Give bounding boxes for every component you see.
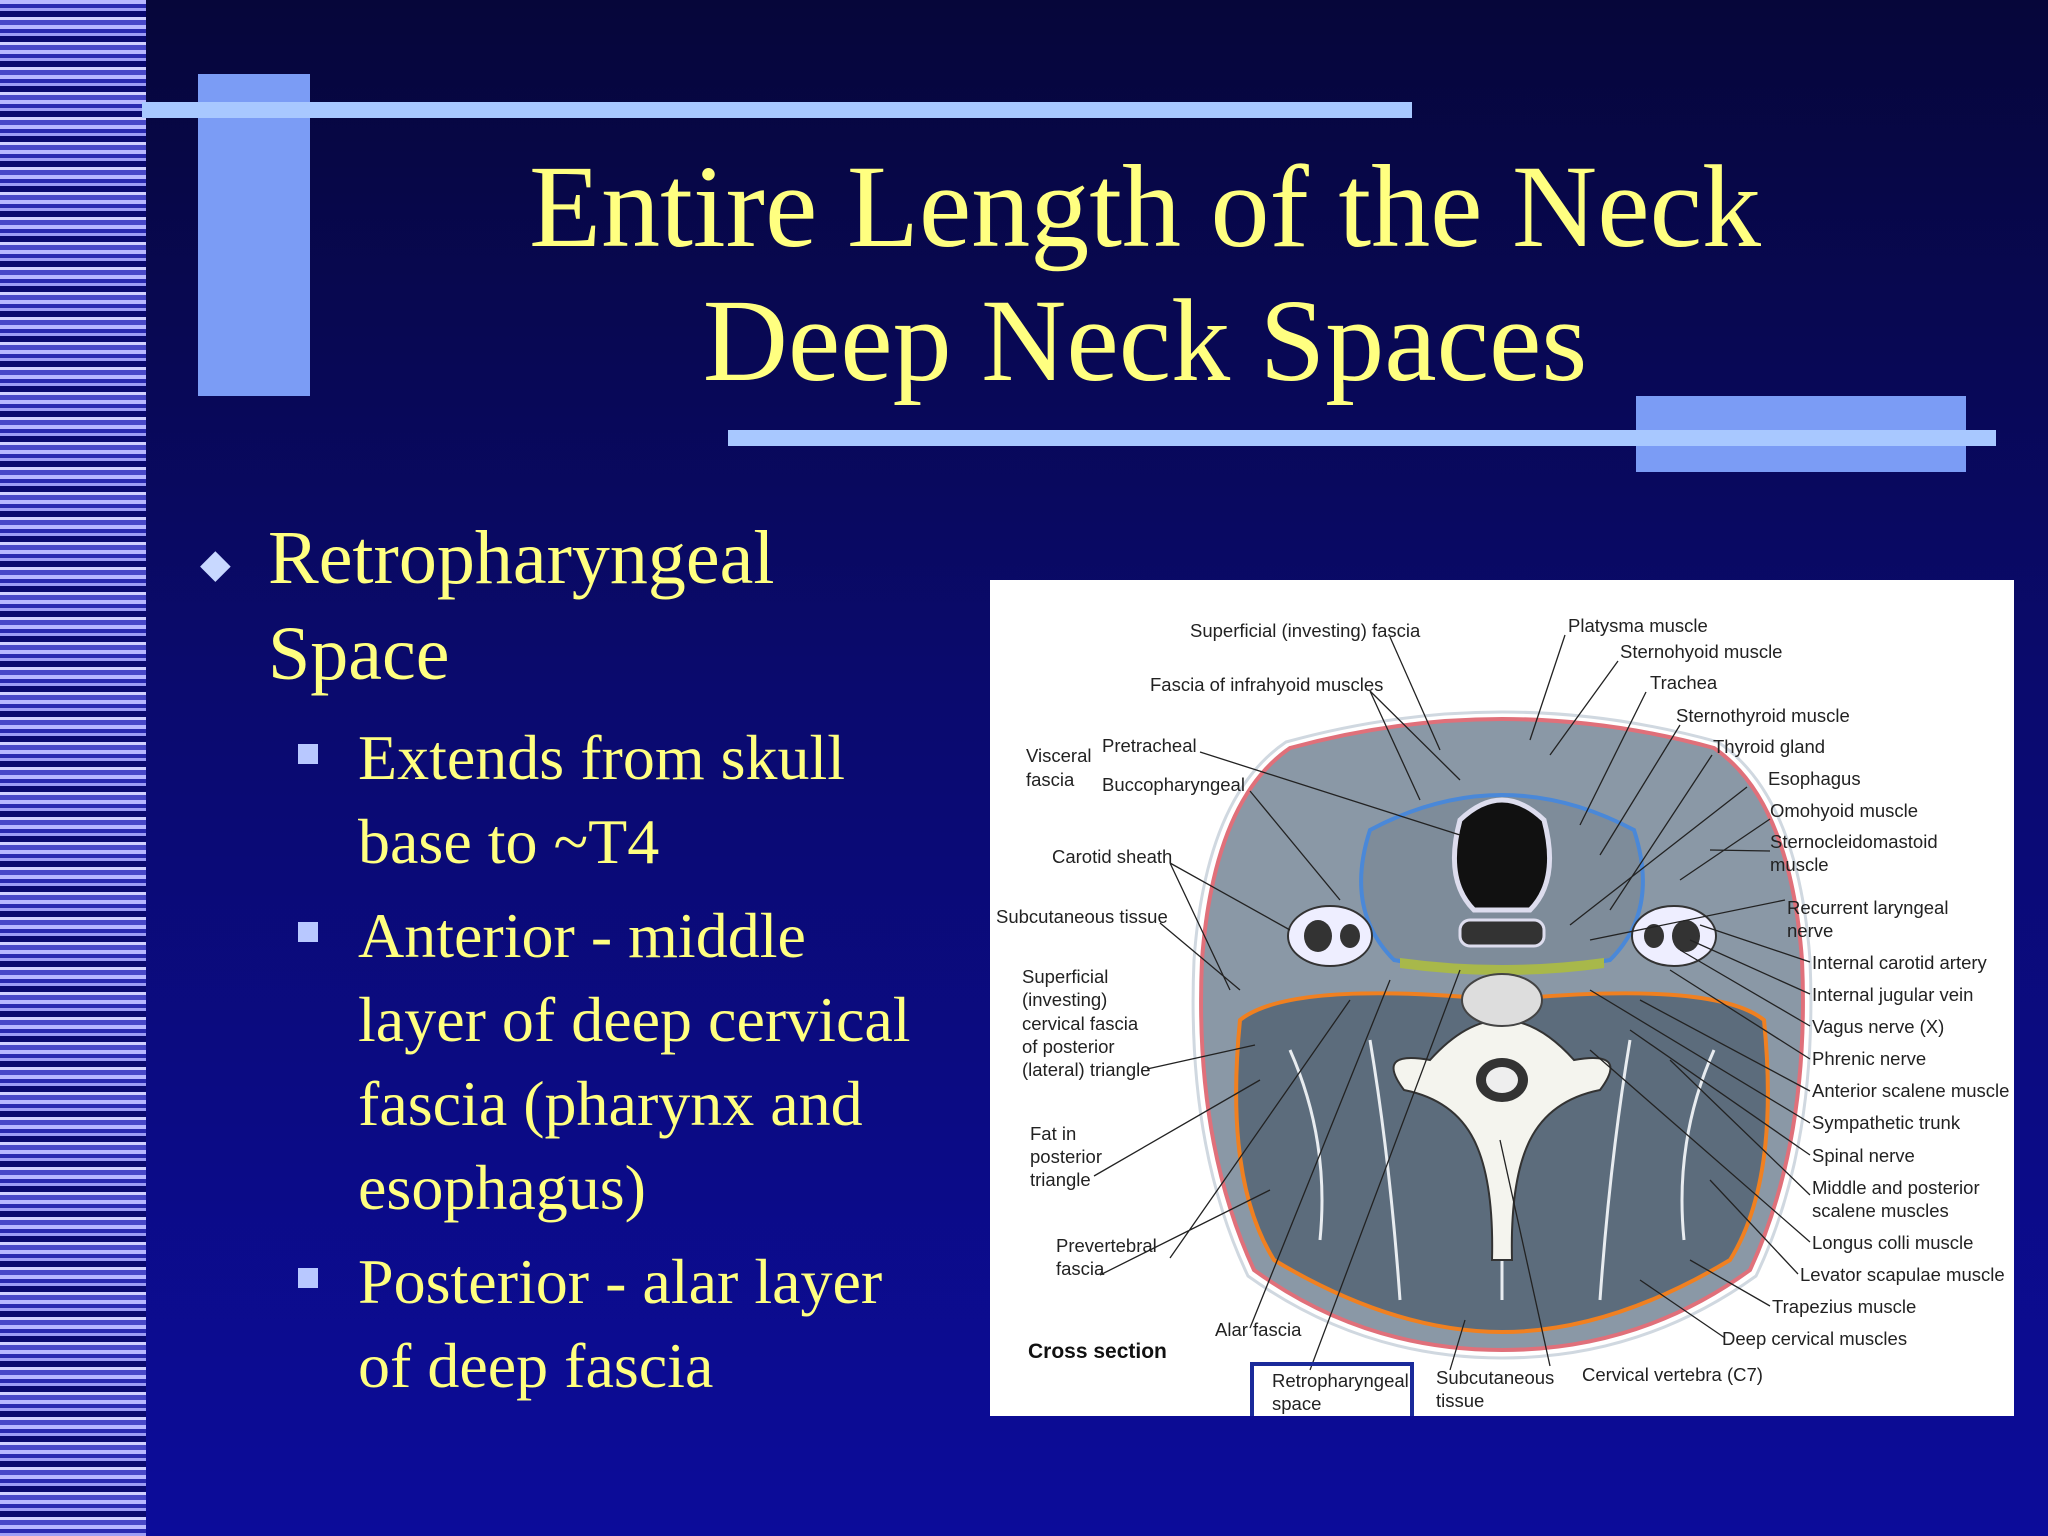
- label-platysma: Platysma muscle: [1568, 615, 1708, 636]
- label-fat-posterior-triangle: Fat in: [1030, 1123, 1076, 1144]
- bullet-text-line: Retropharyngeal: [268, 516, 775, 600]
- label-vagus: Vagus nerve (X): [1812, 1016, 1944, 1037]
- label-cervical-vertebra: Cervical vertebra (C7): [1582, 1364, 1763, 1385]
- leader-lines: [1093, 634, 1811, 1371]
- label-subcutaneous-tissue: Subcutaneous tissue: [996, 906, 1168, 927]
- title-line-2: Deep Neck Spaces: [702, 275, 1588, 406]
- label-prevertebral-fascia: Prevertebral: [1056, 1235, 1157, 1256]
- neck-cross-section-figure: Superficial (investing) fascia Fascia of…: [990, 580, 2014, 1416]
- label-trapezius: Trapezius muscle: [1772, 1296, 1916, 1317]
- label-fat-posterior-triangle: triangle: [1030, 1169, 1091, 1190]
- subbullet-text-line: fascia (pharynx and: [358, 1068, 863, 1139]
- subbullet-text-line: Extends from skull: [358, 722, 846, 793]
- label-thyroid: Thyroid gland: [1713, 736, 1825, 757]
- square-bullet-icon: [298, 922, 318, 942]
- label-visceral-fascia: fascia: [1026, 769, 1075, 790]
- label-spinal-nerve: Spinal nerve: [1812, 1145, 1915, 1166]
- label-visceral-fascia: Visceral: [1026, 745, 1091, 766]
- label-prevertebral-fascia: fascia: [1056, 1258, 1105, 1279]
- retropharyngeal-space: [1400, 958, 1604, 975]
- label-mid-post-scalene: scalene muscles: [1812, 1200, 1949, 1221]
- label-omohyoid: Omohyoid muscle: [1770, 800, 1918, 821]
- subbullet-anterior: Anterior - middle layer of deep cervical…: [298, 894, 960, 1230]
- label-carotid-sheath: Carotid sheath: [1052, 846, 1172, 867]
- label-pretracheal: Pretracheal: [1102, 735, 1197, 756]
- subbullet-posterior: Posterior - alar layer of deep fascia: [298, 1240, 960, 1408]
- label-superficial-posterior: (investing): [1022, 989, 1107, 1010]
- cervical-vertebra: [1392, 1019, 1612, 1261]
- label-phrenic: Phrenic nerve: [1812, 1048, 1926, 1069]
- label-superficial-posterior: of posterior: [1022, 1036, 1115, 1057]
- label-subcutaneous-bottom: Subcutaneous: [1436, 1367, 1554, 1388]
- label-recurrent-laryngeal: Recurrent laryngeal: [1787, 897, 1948, 918]
- subbullet-text-line: esophagus): [358, 1152, 646, 1223]
- diamond-bullet-icon: ◆: [200, 541, 231, 586]
- label-infrahyoid-fascia: Fascia of infrahyoid muscles: [1150, 674, 1383, 695]
- label-esophagus: Esophagus: [1768, 768, 1861, 789]
- deco-bar-top: [142, 102, 1412, 118]
- figure-caption: Cross section: [1028, 1340, 1167, 1363]
- label-longus-colli: Longus colli muscle: [1812, 1232, 1973, 1253]
- label-trachea: Trachea: [1650, 672, 1718, 693]
- neck-cross-section-illustration: Superficial (investing) fascia Fascia of…: [996, 615, 2009, 1416]
- deco-block-left: [198, 74, 310, 396]
- label-internal-jugular: Internal jugular vein: [1812, 984, 1973, 1005]
- bullet-retropharyngeal: ◆ Retropharyngeal Space: [200, 510, 960, 702]
- retropharyngeal-highlight-box: [1250, 1362, 1414, 1416]
- label-anterior-scalene: Anterior scalene muscle: [1812, 1080, 2009, 1101]
- label-subcutaneous-bottom: tissue: [1436, 1390, 1484, 1411]
- label-levator-scapulae: Levator scapulae muscle: [1800, 1264, 2005, 1285]
- trachea: [1451, 797, 1553, 913]
- bullet-text-line: Space: [268, 612, 450, 696]
- label-alar-fascia: Alar fascia: [1215, 1319, 1302, 1340]
- label-superficial-fascia: Superficial (investing) fascia: [1190, 620, 1421, 641]
- label-retropharyngeal-space: space: [1272, 1393, 1321, 1414]
- decorative-stripes: [0, 0, 146, 1536]
- subbullet-extent: Extends from skull base to ~T4: [298, 716, 960, 884]
- subbullet-text-line: layer of deep cervical: [358, 984, 911, 1055]
- square-bullet-icon: [298, 1268, 318, 1288]
- label-superficial-posterior: Superficial: [1022, 966, 1108, 987]
- subbullet-text-line: Posterior - alar layer: [358, 1246, 883, 1317]
- label-internal-carotid: Internal carotid artery: [1812, 952, 1988, 973]
- label-superficial-posterior: (lateral) triangle: [1022, 1059, 1151, 1080]
- subbullet-text-line: base to ~T4: [358, 806, 660, 877]
- skin-layer: [1191, 710, 1813, 1360]
- label-fat-posterior-triangle: posterior: [1030, 1146, 1102, 1167]
- bullet-list: ◆ Retropharyngeal Space Extends from sku…: [200, 510, 960, 1418]
- label-mid-post-scalene: Middle and posterior: [1812, 1177, 1980, 1198]
- label-scm: Sternocleidomastoid: [1770, 831, 1938, 852]
- square-bullet-icon: [298, 744, 318, 764]
- label-superficial-posterior: cervical fascia: [1022, 1013, 1139, 1034]
- esophagus: [1458, 918, 1546, 948]
- label-buccopharyngeal: Buccopharyngeal: [1102, 774, 1245, 795]
- label-deep-cervical: Deep cervical muscles: [1722, 1328, 1907, 1349]
- label-retropharyngeal-space: Retropharyngeal: [1272, 1370, 1409, 1391]
- slide-title: Entire Length of the Neck Deep Neck Spac…: [330, 140, 1960, 408]
- label-recurrent-laryngeal: nerve: [1787, 920, 1833, 941]
- subbullet-text-line: Anterior - middle: [358, 900, 806, 971]
- label-sternohyoid: Sternohyoid muscle: [1620, 641, 1782, 662]
- deco-bar-bottom: [728, 430, 1996, 446]
- label-sternothyroid: Sternothyroid muscle: [1676, 705, 1850, 726]
- title-line-1: Entire Length of the Neck: [529, 141, 1761, 272]
- label-scm: muscle: [1770, 854, 1829, 875]
- label-sympathetic: Sympathetic trunk: [1812, 1112, 1961, 1133]
- subbullet-text-line: of deep fascia: [358, 1330, 714, 1401]
